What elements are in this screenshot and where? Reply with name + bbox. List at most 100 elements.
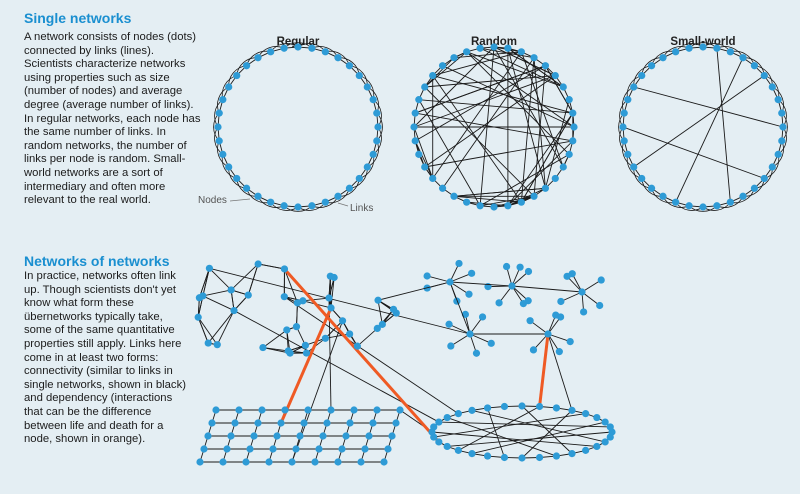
random-node xyxy=(559,163,567,171)
ring-node xyxy=(601,438,609,446)
link xyxy=(426,275,451,283)
hub-leaf-node xyxy=(445,320,453,328)
link xyxy=(431,431,597,447)
link xyxy=(545,65,574,114)
regular-node xyxy=(363,83,371,91)
random-node xyxy=(570,123,578,131)
node xyxy=(204,339,212,347)
ring-node xyxy=(582,410,590,418)
grid-node xyxy=(231,419,239,427)
ring-node xyxy=(483,404,492,412)
grid-node xyxy=(292,445,300,453)
smallworld-node xyxy=(685,202,693,210)
grid-node xyxy=(250,432,258,440)
random-node xyxy=(569,109,577,117)
random-node xyxy=(415,150,423,158)
link xyxy=(302,297,330,302)
random-node xyxy=(438,62,447,70)
grid-node xyxy=(392,419,400,427)
regular-node xyxy=(233,71,241,80)
ring-node xyxy=(454,410,462,418)
grid-node xyxy=(277,419,285,427)
hub-leaf-node xyxy=(596,301,604,310)
link xyxy=(447,417,557,457)
grid-node xyxy=(357,458,365,466)
regular-node xyxy=(373,137,381,145)
hub-leaf-node xyxy=(516,263,524,271)
smallworld-node xyxy=(768,83,776,91)
smallworld-node xyxy=(768,163,776,171)
dependency-link xyxy=(279,307,333,424)
random-node xyxy=(476,44,484,52)
link xyxy=(449,281,470,295)
link xyxy=(520,57,535,203)
regular-node xyxy=(225,83,233,91)
ring-node xyxy=(500,453,509,462)
node xyxy=(292,323,301,331)
hub-node xyxy=(544,330,552,338)
smallworld-node xyxy=(620,137,628,145)
smallworld-node xyxy=(760,71,768,80)
ring-node xyxy=(568,450,576,458)
link xyxy=(487,407,505,458)
grid-node xyxy=(219,458,227,466)
regular-node xyxy=(219,150,227,158)
smallworld-node xyxy=(624,150,632,158)
node xyxy=(338,317,347,325)
grid-node xyxy=(319,432,327,440)
random-node xyxy=(415,96,423,104)
smallworld-node xyxy=(638,174,646,183)
networks-of-networks-heading: Networks of networks xyxy=(24,253,170,269)
networks-of-networks xyxy=(194,259,616,466)
link xyxy=(197,317,209,344)
regular-node xyxy=(345,62,354,70)
node xyxy=(374,296,382,304)
grid-node xyxy=(304,406,312,414)
smallworld-node xyxy=(672,198,680,206)
link xyxy=(466,51,570,155)
dependency-link xyxy=(538,333,550,407)
shortcut-link xyxy=(622,126,765,179)
ring-node xyxy=(435,438,443,446)
smallworld-node xyxy=(778,137,786,145)
regular-node xyxy=(254,54,262,62)
node xyxy=(254,260,262,268)
smallworld-node xyxy=(659,192,667,200)
random-node xyxy=(463,48,471,56)
grid-node xyxy=(288,458,296,466)
hub-leaf-node xyxy=(519,300,527,308)
link xyxy=(424,51,467,88)
hub-leaf-node xyxy=(455,259,463,268)
smallworld-node xyxy=(647,62,656,70)
link xyxy=(442,57,535,189)
smallworld-node xyxy=(726,48,734,56)
link xyxy=(453,195,522,203)
grid-node xyxy=(327,406,335,414)
grid-node xyxy=(254,419,262,427)
link xyxy=(258,263,285,270)
regular-node xyxy=(334,54,342,62)
regular-node xyxy=(308,44,316,52)
hub-node xyxy=(508,282,516,290)
ring-node xyxy=(593,442,601,451)
node xyxy=(286,349,294,357)
random-node xyxy=(450,54,458,62)
ring-node xyxy=(552,404,561,412)
hub-leaf-node xyxy=(526,317,534,325)
link xyxy=(453,187,546,197)
grid-node xyxy=(315,445,323,453)
random-node xyxy=(530,54,538,62)
shortcut-link xyxy=(716,48,731,203)
smallworld-node xyxy=(739,54,747,62)
hub-leaf-node xyxy=(524,267,533,276)
node xyxy=(378,320,386,328)
random-node xyxy=(517,48,525,56)
hub-leaf-node xyxy=(556,313,565,321)
ring-node xyxy=(518,402,526,410)
grid-node xyxy=(258,406,266,414)
grid-node xyxy=(200,445,208,453)
grid-node xyxy=(384,445,392,453)
link xyxy=(197,316,218,345)
hub-node xyxy=(466,330,474,338)
